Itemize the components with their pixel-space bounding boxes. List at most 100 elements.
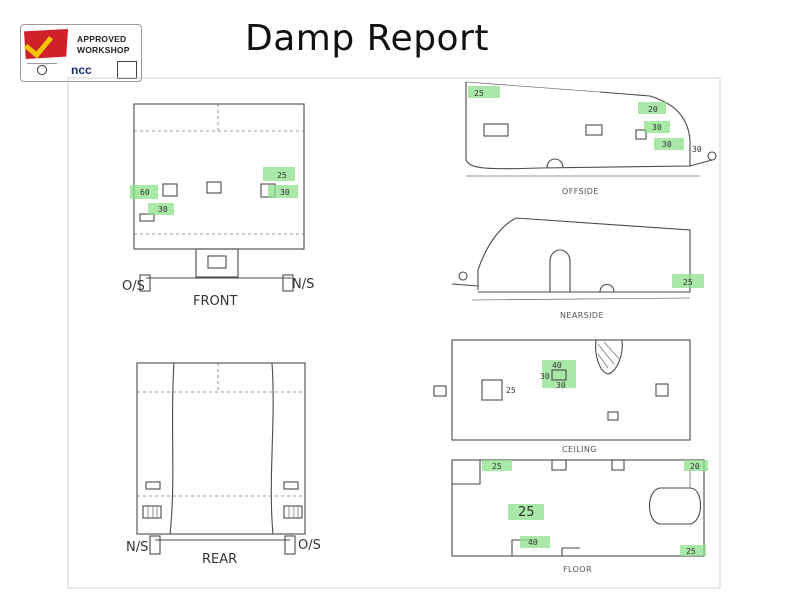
nearside-drawbar xyxy=(451,283,479,287)
nearside-view: 25 NEARSIDE xyxy=(451,217,704,320)
floor-corner-unit xyxy=(452,460,481,485)
front-label: FRONT xyxy=(193,294,237,309)
floor-reading-2: 20 xyxy=(690,462,700,471)
offside-reading-5: 30 xyxy=(692,145,702,154)
nearside-door xyxy=(549,249,571,292)
floor-reading-highlight-2 xyxy=(684,460,708,471)
rear-left-vent xyxy=(145,481,161,490)
offside-reading-1: 25 xyxy=(474,89,484,98)
front-view: 60 30 25 30 O/S N/S FRONT xyxy=(122,103,314,309)
front-reading-3: 25 xyxy=(277,171,287,180)
logo-line-approved: APPROVED xyxy=(77,34,127,44)
floor-reading-highlight-4 xyxy=(520,536,550,548)
ceiling-vent-3 xyxy=(607,411,619,421)
floor-unit-2 xyxy=(611,459,625,471)
front-reading-4: 30 xyxy=(280,188,290,197)
offside-label: OFFSIDE xyxy=(562,187,599,196)
offside-reading-highlight-3 xyxy=(644,121,670,133)
offside-reading-3: 30 xyxy=(652,123,662,132)
ceiling-vent-1 xyxy=(481,379,503,401)
front-reading-1: 60 xyxy=(140,188,150,197)
front-reading-highlight-4 xyxy=(268,185,298,198)
floor-bed-shape xyxy=(648,487,702,525)
rear-wheel-right xyxy=(284,535,296,555)
paper-outline xyxy=(67,77,721,589)
ceiling-reading-1: 25 xyxy=(506,386,516,395)
offside-window-2 xyxy=(585,124,603,136)
front-a-frame xyxy=(195,248,239,278)
offside-wheel-arch xyxy=(546,158,564,169)
rear-left-panel-line xyxy=(169,362,175,535)
front-reading-highlight-1 xyxy=(130,185,158,199)
rear-label: REAR xyxy=(202,552,237,567)
rear-right-panel-line xyxy=(270,362,274,535)
ceiling-rooflight-hatch-1 xyxy=(597,343,615,365)
ceiling-reading-3: 30 xyxy=(540,372,550,381)
offside-reading-highlight-2 xyxy=(638,102,666,114)
front-window-2 xyxy=(206,181,222,194)
crest-icon xyxy=(27,63,57,78)
page-title: Damp Report xyxy=(245,18,489,59)
floor-outline xyxy=(451,459,705,557)
offside-reading-4: 30 xyxy=(662,140,672,149)
front-reading-highlight-3 xyxy=(263,167,295,181)
floor-step-2 xyxy=(561,547,580,556)
floor-unit-1 xyxy=(551,459,567,471)
offside-window-3 xyxy=(635,129,647,140)
floor-view: 25 20 25 40 25 FLOOR xyxy=(451,459,708,574)
front-vent xyxy=(139,213,155,222)
offside-view: 25 20 30 30 30 OFFSIDE xyxy=(465,81,717,196)
ceiling-vent-2 xyxy=(655,383,669,397)
rear-wheel-left xyxy=(149,535,161,555)
ncc-logo-text: ncc xyxy=(71,63,92,77)
rear-os-label: O/S xyxy=(298,538,321,553)
badge-icon xyxy=(117,61,137,79)
floor-reading-3: 25 xyxy=(518,505,535,520)
floor-reading-highlight-5 xyxy=(680,545,706,556)
offside-jockey-wheel xyxy=(707,151,717,161)
rear-right-vent xyxy=(283,481,299,490)
ceiling-side-vent xyxy=(433,385,447,397)
ceiling-light-fitting xyxy=(551,369,567,381)
ceiling-rooflight xyxy=(595,339,623,375)
rear-ns-label: N/S xyxy=(126,540,148,555)
logo-line-workshop: WORKSHOP xyxy=(77,45,130,55)
nearside-jockey-wheel xyxy=(458,271,468,281)
front-wheel-right xyxy=(282,274,294,292)
front-ns-label: N/S xyxy=(292,277,314,292)
floor-reading-4: 40 xyxy=(528,538,538,547)
front-hitch xyxy=(207,255,227,269)
ceiling-label: CEILING xyxy=(562,445,597,454)
ceiling-reading-2: 40 xyxy=(552,361,562,370)
offside-roof-line xyxy=(465,81,601,93)
ceiling-reading-highlight xyxy=(542,360,576,388)
front-reading-2: 30 xyxy=(158,205,168,214)
floor-reading-5: 25 xyxy=(686,547,696,556)
nearside-reading-1: 25 xyxy=(683,278,693,287)
front-wheel-left xyxy=(139,274,151,292)
flag-emblem-icon xyxy=(24,29,68,59)
ceiling-rooflight-hatch-2 xyxy=(603,341,621,361)
floor-label: FLOOR xyxy=(563,565,592,574)
ceiling-rooflight-hatch-3 xyxy=(597,353,609,369)
offside-reading-highlight-4 xyxy=(654,138,684,150)
offside-reading-highlight-1 xyxy=(468,86,500,98)
front-os-label: O/S xyxy=(122,279,145,294)
offside-reading-2: 20 xyxy=(648,105,658,114)
rear-right-lamp-cluster-icon xyxy=(283,505,303,519)
offside-drawbar xyxy=(689,159,713,167)
ceiling-outline xyxy=(451,339,691,441)
nearside-wheel-arch xyxy=(599,283,615,293)
nearside-chassis-line xyxy=(471,297,691,301)
floor-reading-1: 25 xyxy=(492,462,502,471)
front-window-1 xyxy=(162,183,178,197)
nearside-reading-highlight-1 xyxy=(672,274,704,288)
rear-body-outline xyxy=(136,362,306,535)
offside-window-1 xyxy=(483,123,509,137)
ceiling-reading-4: 30 xyxy=(556,381,566,390)
nearside-label: NEARSIDE xyxy=(560,311,604,320)
rear-left-lamp-cluster-icon xyxy=(142,505,162,519)
front-reading-highlight-2 xyxy=(148,203,174,215)
nearside-body-outline xyxy=(477,217,691,293)
approved-workshop-logo: APPROVED WORKSHOP ncc xyxy=(20,24,142,82)
